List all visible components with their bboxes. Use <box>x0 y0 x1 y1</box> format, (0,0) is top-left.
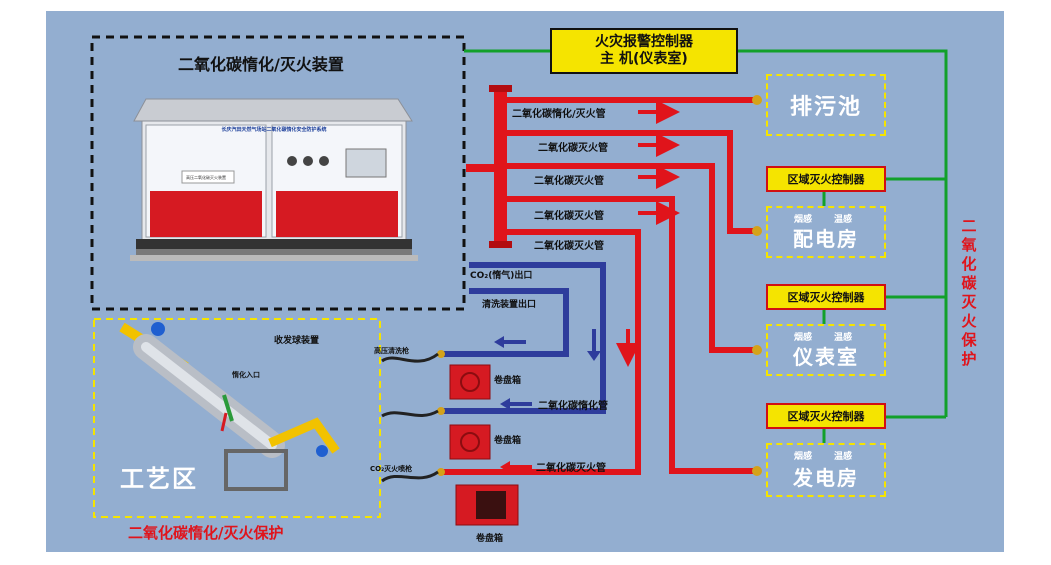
zone-generator: 发电房 <box>766 443 886 497</box>
fire-pipe-label: 二氧化碳灭火管 <box>536 461 606 474</box>
fire-alarm-controller: 火灾报警控制器 主 机(仪表室) <box>550 28 738 74</box>
process-area-outline <box>93 318 381 518</box>
temp-sensor-3: 温感 <box>834 452 853 462</box>
cabinet-header-text: 长庆汽田天然气场站二氧化碳惰化安全防护系统 <box>221 126 326 133</box>
temp-sensor-1: 温感 <box>834 215 853 225</box>
pipe-label-3: 二氧化碳灭火管 <box>534 174 604 187</box>
pipe-label-4: 二氧化碳灭火管 <box>534 209 604 222</box>
signal-lines <box>464 49 948 443</box>
co2-cabinet-illustration: 长庆汽田天然气场站二氧化碳惰化安全防护系统 高压二氧化碳灭火装置 <box>130 98 418 261</box>
zone-controller-2: 区域灭火控制器 <box>766 284 886 310</box>
process-area-caption: 二氧化碳惰化/灭火保护 <box>128 524 284 542</box>
zone-instrument: 仪表室 <box>766 324 886 376</box>
smoke-sensor-1: 烟感 <box>794 215 813 225</box>
zone-instrument-label: 仪表室 <box>793 345 859 369</box>
process-area-title: 工艺区 <box>120 465 198 493</box>
hp-clean-gun-label: 高压清洗枪 <box>374 346 409 355</box>
temp-sensor-2: 温感 <box>834 333 853 343</box>
pig-launcher-illustration <box>119 322 340 491</box>
co2-manifold <box>466 85 512 248</box>
flow-arrows <box>494 100 680 473</box>
pipe-label-5: 二氧化碳灭火管 <box>534 239 604 252</box>
zone-sewage: 排污池 <box>766 74 886 136</box>
co2-outlet-label: CO₂(惰气)出口 <box>470 269 532 281</box>
reel-box-label-3: 卷盘箱 <box>475 532 503 544</box>
valves <box>437 95 762 476</box>
smoke-sensor-3: 烟感 <box>794 452 813 462</box>
blue-pipes <box>442 262 606 414</box>
smoke-sensor-2: 烟感 <box>794 333 813 343</box>
red-pipes <box>442 97 756 475</box>
zone-controller-3: 区域灭火控制器 <box>766 403 886 429</box>
right-vertical-label: 二氧化碳灭火保护 <box>961 217 977 368</box>
cabinet-panel-text: 高压二氧化碳灭火装置 <box>186 174 226 180</box>
reel-boxes <box>449 364 519 526</box>
diagram-canvas: 长庆汽田天然气场站二氧化碳惰化安全防护系统 高压二氧化碳灭火装置 二氧化碳惰化/… <box>46 11 1004 552</box>
reel-box-label-2: 卷盘箱 <box>493 434 521 446</box>
inert-inlet-label: 惰化入口 <box>232 370 260 379</box>
hoses <box>381 352 439 483</box>
inert-pipe-label: 二氧化碳惰化管 <box>538 399 608 412</box>
zone-controller-1: 区域灭火控制器 <box>766 166 886 192</box>
device-area-title: 二氧化碳惰化/灭火装置 <box>178 55 344 74</box>
clean-outlet-label: 清洗装置出口 <box>482 298 536 310</box>
pipe-label-1: 二氧化碳惰化/灭火管 <box>512 107 606 120</box>
alarm-controller-line2: 主 机(仪表室) <box>600 51 688 67</box>
co2-gun-label: CO₂灭火喷枪 <box>370 464 412 473</box>
device-area-outline <box>90 35 466 311</box>
zone-distribution: 配电房 <box>766 206 886 258</box>
zone-generator-label: 发电房 <box>793 466 859 490</box>
alarm-controller-line1: 火灾报警控制器 <box>595 34 693 50</box>
pipe-label-2: 二氧化碳灭火管 <box>538 141 608 154</box>
zone-sewage-label: 排污池 <box>789 95 862 120</box>
reel-box-label-1: 卷盘箱 <box>493 374 521 386</box>
zone-distribution-label: 配电房 <box>793 227 859 251</box>
pig-device-label: 收发球装置 <box>274 334 319 346</box>
